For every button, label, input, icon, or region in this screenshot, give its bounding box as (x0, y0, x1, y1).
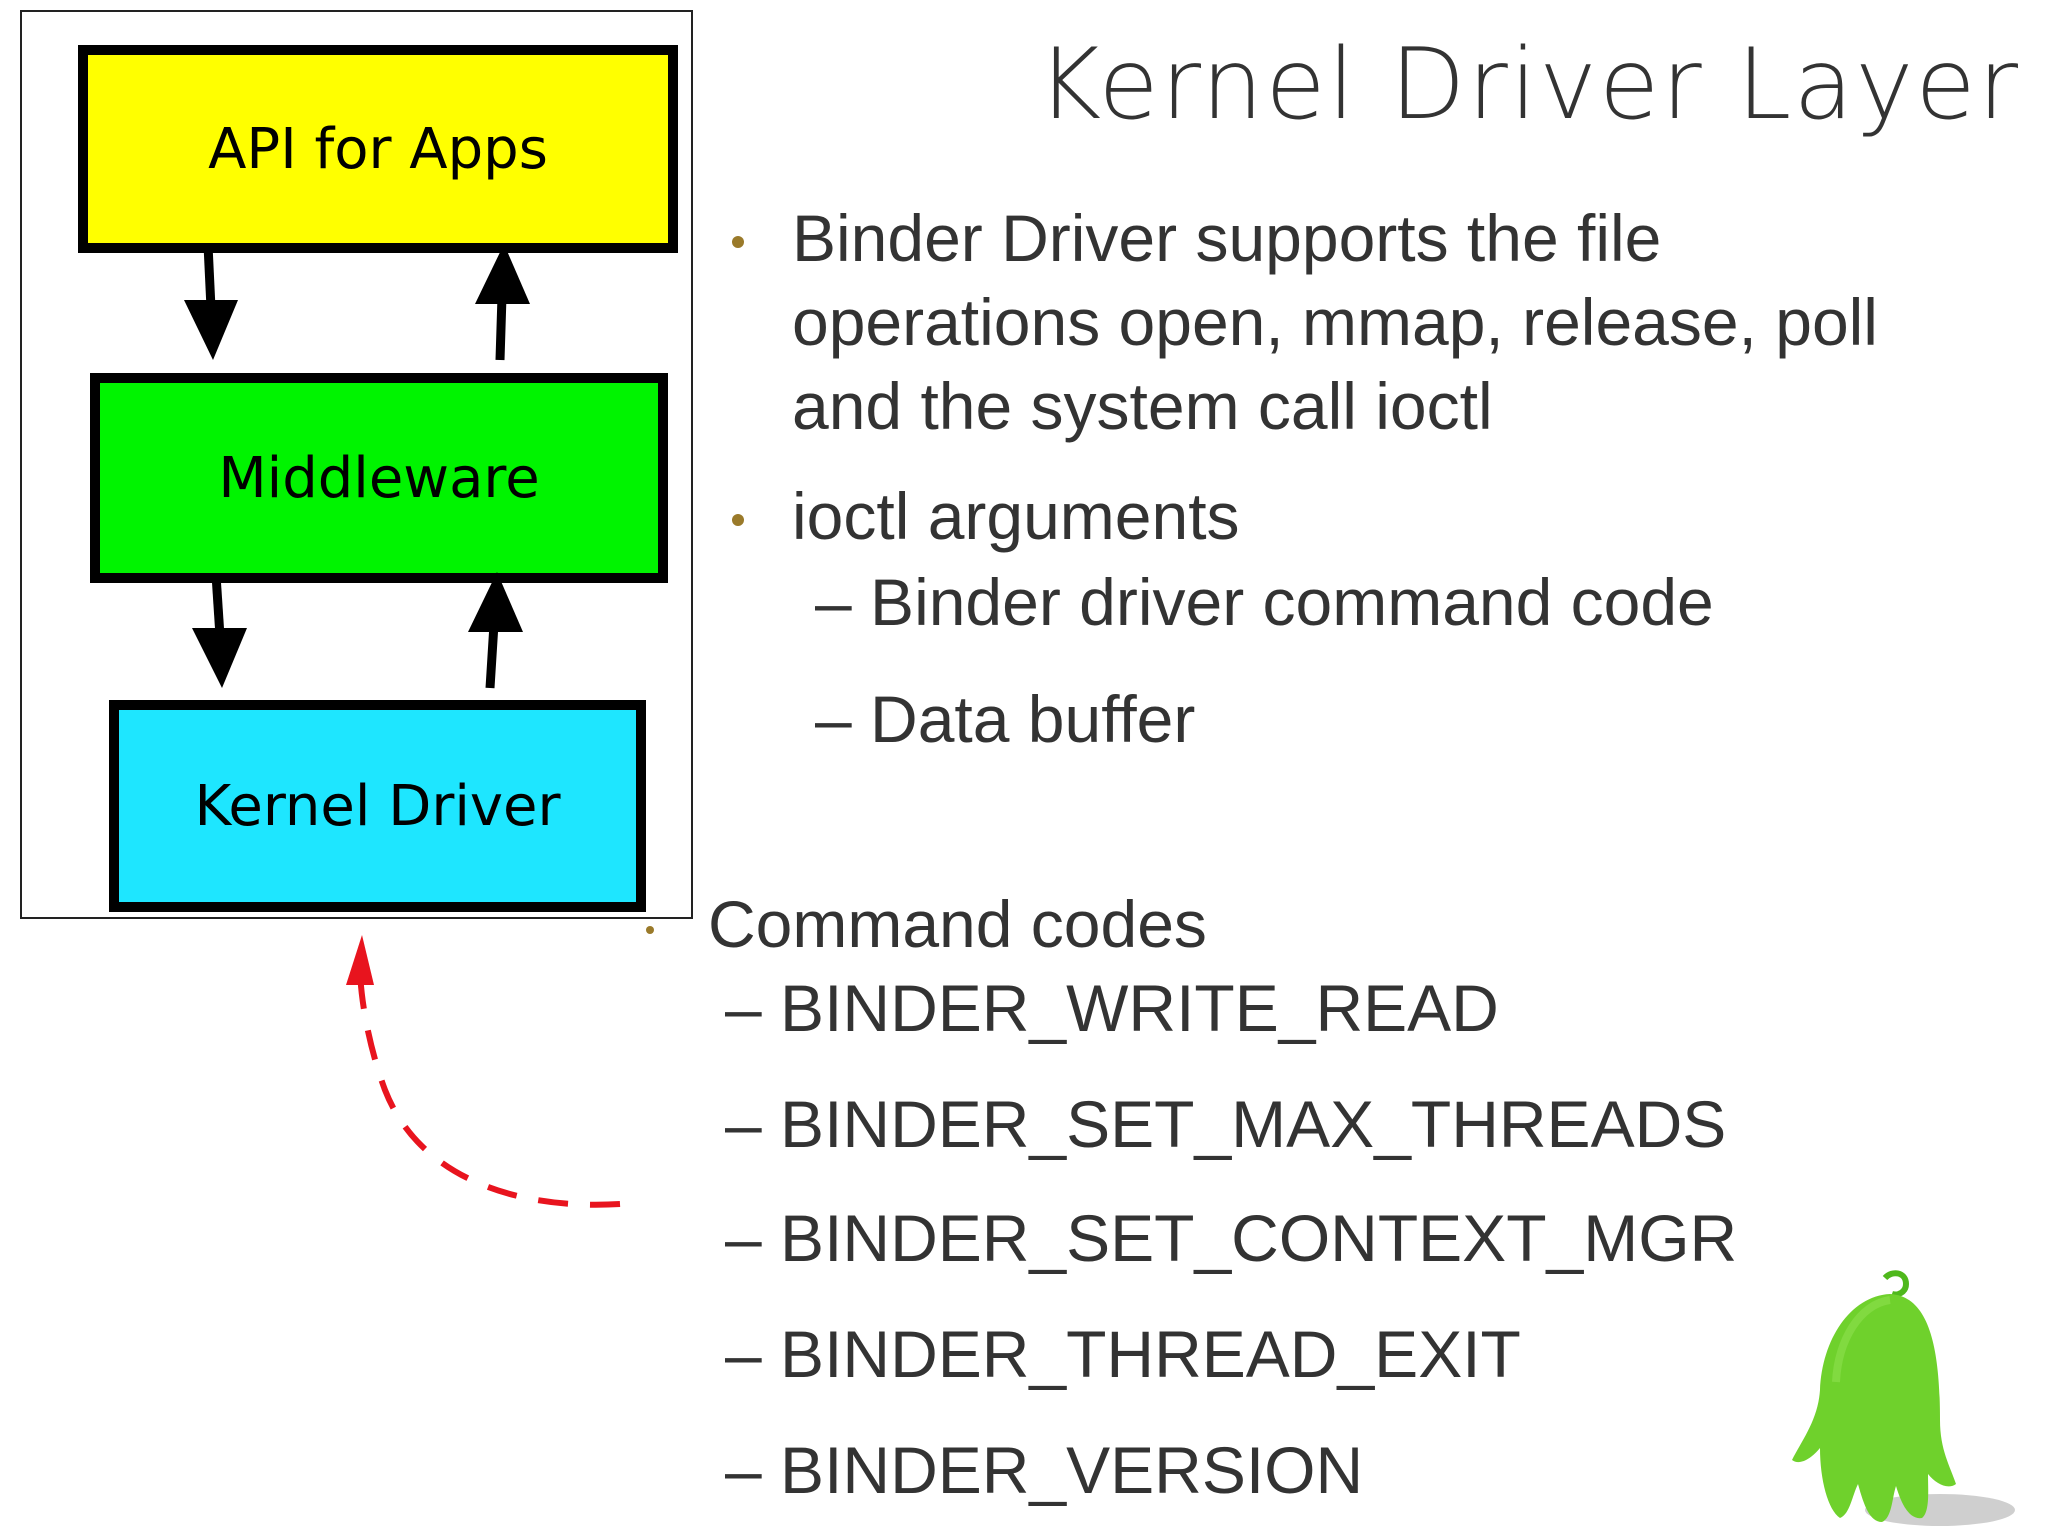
arrowhead-up-icon (346, 935, 374, 985)
bullet-ioctl-arguments: ioctl arguments (792, 479, 1240, 553)
bullet-line: Binder Driver supports the file (792, 201, 1662, 275)
command-code-item: – BINDER_SET_CONTEXT_MGR (725, 1201, 1738, 1275)
sub-bullet-command-code: – Binder driver command code (815, 565, 1714, 639)
layer-label: Middleware (218, 445, 540, 511)
bullet-line: operations open, mmap, release, poll (792, 285, 1878, 359)
layer-diagram: API for Apps Middleware Kernel Driver (20, 10, 693, 919)
bullet-dot-icon (732, 236, 744, 248)
command-code-item: – BINDER_SET_MAX_THREADS (725, 1087, 1727, 1161)
layer-kernel-driver: Kernel Driver (109, 700, 646, 912)
bullet-line: and the system call ioctl (792, 369, 1493, 443)
sub-bullet-data-buffer: – Data buffer (815, 682, 1196, 756)
bullet-binder-operations: Binder Driver supports the file operatio… (792, 196, 1878, 448)
slide-title: Kernel Driver Layer (1037, 28, 2020, 142)
layer-label: Kernel Driver (194, 773, 561, 839)
command-code-item: – BINDER_VERSION (725, 1433, 1364, 1507)
green-mascot-icon (1792, 1270, 2015, 1526)
command-code-item: – BINDER_THREAD_EXIT (725, 1317, 1521, 1391)
bullet-dot-icon (732, 514, 744, 526)
command-code-item: – BINDER_WRITE_READ (725, 971, 1499, 1045)
bullet-dot-icon (646, 926, 654, 934)
layer-middleware: Middleware (90, 373, 668, 583)
dashed-pointer-arrow (357, 964, 621, 1208)
command-codes-heading: Command codes (708, 887, 1207, 961)
layer-label: API for Apps (208, 116, 548, 182)
layer-api-for-apps: API for Apps (78, 45, 678, 253)
